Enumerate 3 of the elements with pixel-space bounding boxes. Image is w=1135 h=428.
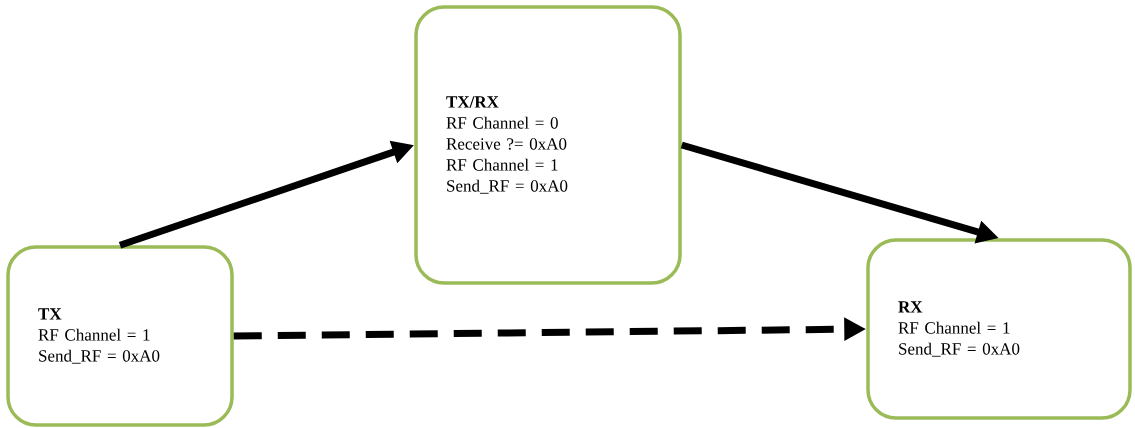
rounded-box: TX/RX RF Channel = 0 Receive ?= 0xA0 RF Channel = 1 Send_RF = 0xA0 — [414, 5, 682, 285]
rounded-box: RX RF Channel = 1 Send_RF = 0xA0 — [866, 238, 1132, 420]
rounded-box: TX RF Channel = 1 Send_RF = 0xA0 — [6, 245, 234, 427]
